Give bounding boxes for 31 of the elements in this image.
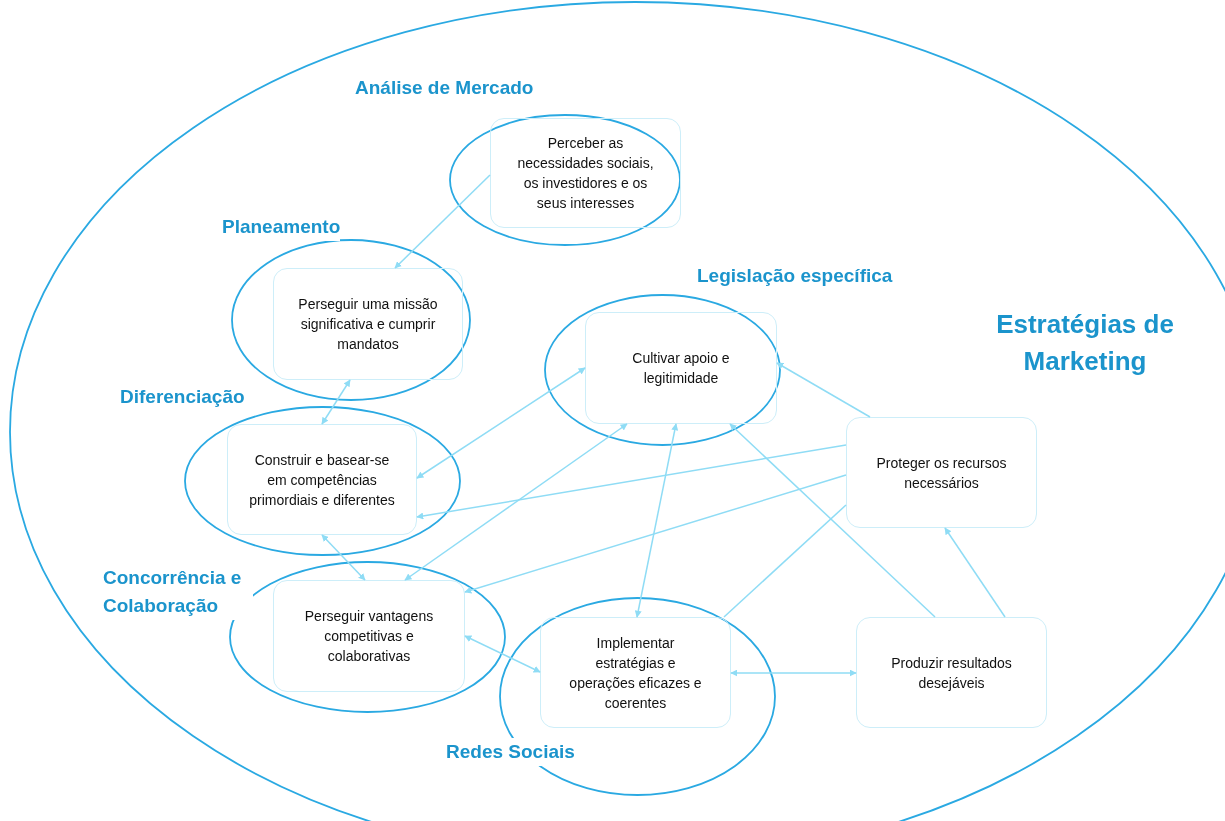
arrow: [394, 174, 491, 269]
box-text: Produzir resultados desejáveis: [890, 653, 1013, 693]
arrow: [464, 635, 541, 673]
rounded-box: [846, 417, 1037, 528]
box-text: Implementar estratégias e operações eficazes e coerentes: [568, 633, 703, 713]
rounded-box: [273, 580, 465, 692]
arrow: [944, 527, 1006, 618]
rounded-box: [856, 617, 1047, 728]
box-text: Perseguir vantagens competitivas e colaborativas: [303, 607, 435, 666]
arrow: [321, 379, 351, 425]
box-text: Proteger os recursos necessários: [875, 453, 1008, 493]
arrow: [634, 423, 679, 618]
arrow: [729, 423, 936, 618]
arrow: [730, 669, 857, 677]
arrow: [321, 534, 366, 581]
rounded-box: [540, 617, 731, 728]
box-text: Construir e basear-se em competências primordiais e diferentes: [248, 450, 396, 510]
box-text: Perceber as necessidades sociais, os investidores e os seus interesses: [516, 134, 655, 213]
rounded-box: [227, 424, 417, 535]
arrow: [464, 474, 847, 594]
rounded-box: [490, 118, 681, 228]
arrow: [416, 444, 847, 520]
arrow: [416, 367, 586, 479]
arrow: [776, 362, 871, 418]
ellipse-heading: Redes Sociais: [446, 738, 575, 766]
rounded-box: [273, 268, 463, 380]
arrow: [404, 423, 628, 581]
rounded-box: [585, 312, 777, 424]
title-text: Estratégias de Marketing: [995, 308, 1175, 378]
box-text: Perseguir uma missão significativa e cumprir mandatos: [297, 295, 439, 354]
box-text: Cultivar apoio e legitimidade: [631, 349, 731, 388]
